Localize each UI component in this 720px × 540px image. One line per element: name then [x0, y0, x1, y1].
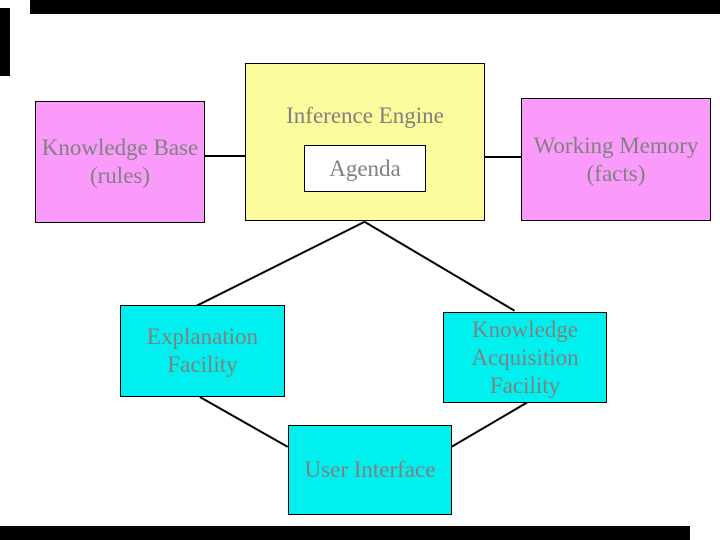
knowledge-base-label-line1: Knowledge Base	[41, 135, 199, 160]
letterbox-left-bar	[0, 8, 10, 76]
working-memory-label-line1: Working Memory	[533, 132, 699, 158]
explanation-facility-label-line1: Explanation	[146, 324, 259, 349]
connector-knowledge-acquisition-facility-to-user-interface	[451, 402, 528, 448]
connector-explanation-facility-to-user-interface	[199, 396, 289, 448]
connector-inference-engine-to-knowledge-acquisition-facility	[364, 221, 516, 312]
agenda-box: Agenda	[304, 145, 426, 192]
knowledge-acquisition-facility-label-line3: Facility	[489, 372, 561, 398]
explanation-facility-box: Explanation Facility	[120, 305, 285, 397]
inference-engine-label: Inference Engine	[286, 103, 444, 128]
connector-inference-engine-to-explanation-facility	[196, 221, 366, 307]
agenda-label: Agenda	[329, 155, 401, 181]
knowledge-acquisition-facility-label-line1: Knowledge	[471, 316, 579, 342]
explanation-facility-label-line2: Facility	[167, 352, 238, 377]
connector-inference-engine-to-working-memory	[485, 156, 521, 158]
letterbox-bottom-bar	[0, 526, 690, 540]
letterbox-top-bar	[30, 0, 720, 14]
user-interface-box: User Interface	[288, 425, 452, 515]
user-interface-label: User Interface	[304, 457, 436, 482]
working-memory-box: Working Memory (facts)	[521, 98, 711, 221]
knowledge-acquisition-facility-box: Knowledge Acquisition Facility	[443, 312, 607, 403]
connector-knowledge-base-to-inference-engine	[205, 155, 245, 157]
working-memory-label-line2: (facts)	[586, 160, 646, 186]
knowledge-base-label-line2: (rules)	[89, 163, 151, 188]
knowledge-acquisition-facility-label-line2: Acquisition	[471, 344, 579, 370]
inference-engine-box: Inference Engine Agenda	[245, 63, 485, 221]
knowledge-base-box: Knowledge Base (rules)	[35, 101, 205, 223]
